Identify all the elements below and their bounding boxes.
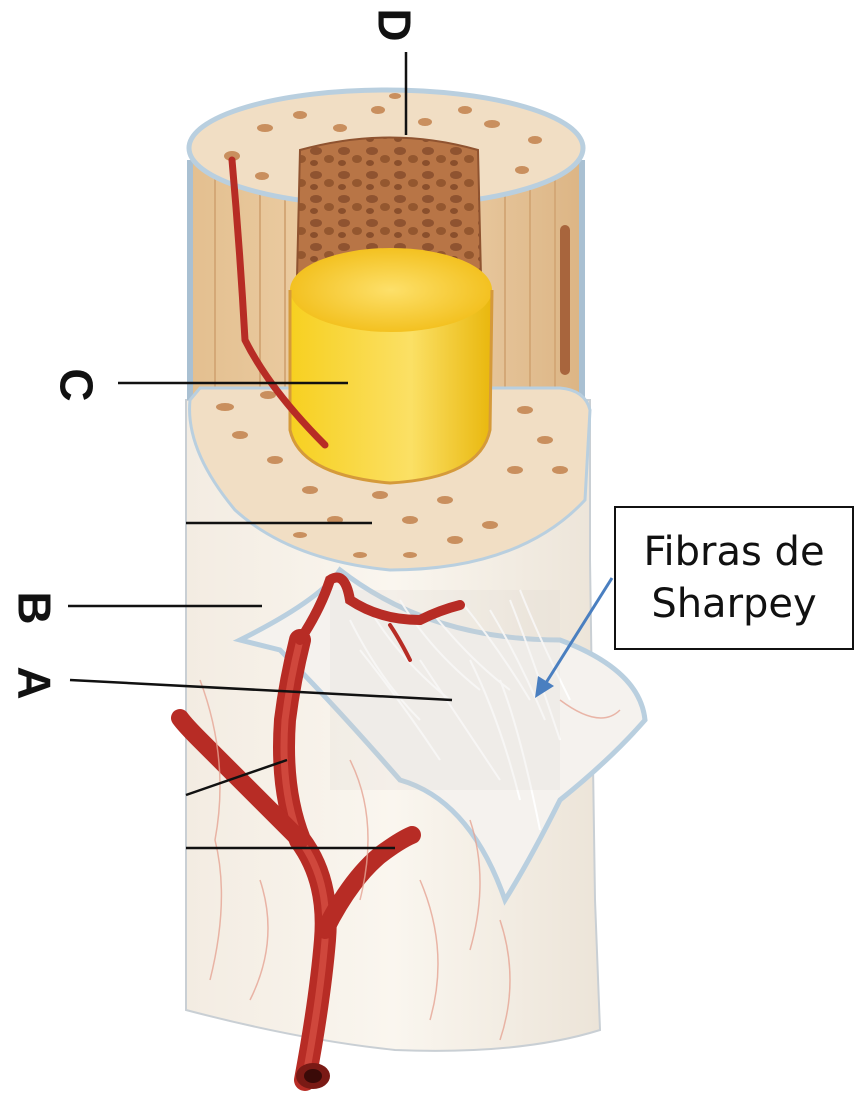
- label-c: C: [54, 368, 100, 401]
- sharpey-callout-box: Fibras de Sharpey: [614, 506, 854, 650]
- sharpey-callout-text: Fibras de Sharpey: [643, 526, 824, 630]
- label-a: A: [12, 666, 58, 699]
- central-canal: [560, 225, 570, 375]
- label-d: D: [372, 8, 418, 41]
- yellow-marrow-top: [290, 248, 492, 332]
- label-b: B: [12, 591, 58, 624]
